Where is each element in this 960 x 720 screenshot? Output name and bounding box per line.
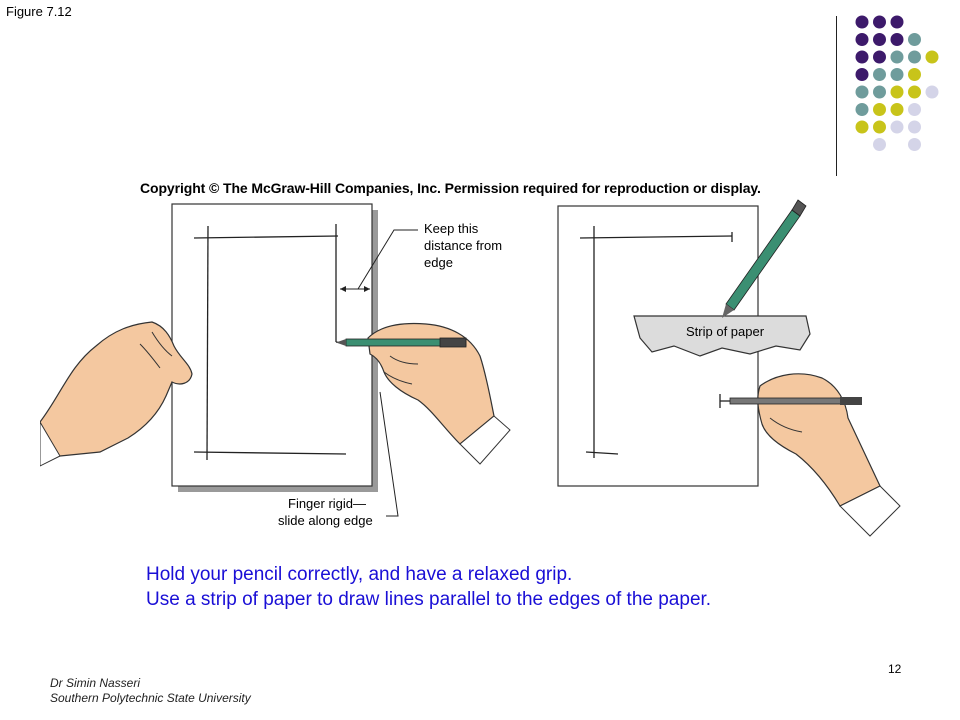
decorative-dot <box>873 15 886 29</box>
decorative-dot <box>890 85 904 99</box>
decorative-dot <box>873 33 886 46</box>
page-number: 12 <box>888 662 902 676</box>
decorative-dot <box>873 50 886 64</box>
footer-institution: Southern Polytechnic State University <box>50 691 251 705</box>
decorative-dot <box>890 120 904 134</box>
callout-distance-line3: edge <box>424 255 453 270</box>
figure-label: Figure 7.12 <box>6 4 72 19</box>
decorative-dot <box>855 50 869 64</box>
callout-finger: Finger rigid— slide along edge <box>278 391 399 528</box>
callout-finger-line2: slide along edge <box>278 513 373 528</box>
left-hand <box>40 321 193 467</box>
footer-author: Dr Simin Nasseri <box>50 676 141 690</box>
decorative-dot <box>908 103 921 116</box>
decorative-dot <box>855 15 869 29</box>
callout-distance: Keep this distance from edge <box>424 221 502 270</box>
strip-label: Strip of paper <box>686 324 765 339</box>
decorative-dot <box>925 85 939 99</box>
decorative-dot <box>908 85 921 99</box>
paper-strip: Strip of paper <box>633 315 811 357</box>
callout-finger-line1: Finger rigid— <box>288 496 366 511</box>
decorative-dot <box>908 68 921 81</box>
decorative-dot <box>908 138 921 151</box>
distance-dimension <box>340 229 418 292</box>
decorative-dot <box>873 103 886 116</box>
decorative-dot <box>855 85 869 99</box>
pencil-technique-illustration: Keep this distance from edge Finger rigi… <box>40 199 901 537</box>
decorative-dot <box>873 85 886 99</box>
decorative-dot <box>925 50 939 64</box>
decorative-dot <box>855 68 869 81</box>
decorative-dot <box>908 50 921 64</box>
decorative-dot <box>890 15 904 29</box>
second-hand-with-pencil <box>719 373 901 537</box>
callout-distance-line1: Keep this <box>424 221 479 236</box>
decorative-dot-grid <box>855 15 939 151</box>
decorative-dot <box>890 33 904 46</box>
upright-pencil <box>722 199 807 318</box>
decorative-dot <box>873 68 886 81</box>
left-paper-sheet <box>171 203 378 492</box>
caption-line-2: Use a strip of paper to draw lines paral… <box>146 589 712 610</box>
decorative-dot <box>855 120 869 134</box>
copyright-notice: Copyright © The McGraw-Hill Companies, I… <box>140 180 761 196</box>
caption-line-1: Hold your pencil correctly, and have a r… <box>146 564 573 585</box>
right-hand-with-pencil <box>336 322 511 465</box>
decorative-dot <box>873 120 886 134</box>
decorative-dot <box>908 120 921 134</box>
decorative-dot <box>890 103 904 116</box>
decorative-divider <box>836 16 837 176</box>
decorative-dot <box>855 103 869 116</box>
decorative-dot <box>890 50 904 64</box>
decorative-dot <box>873 138 886 151</box>
decorative-dot <box>908 33 921 46</box>
decorative-dot <box>855 33 869 46</box>
caption: Hold your pencil correctly, and have a r… <box>146 562 711 612</box>
callout-distance-line2: distance from <box>424 238 502 253</box>
footer: Dr Simin Nasseri Southern Polytechnic St… <box>50 676 251 706</box>
decorative-dot <box>890 68 904 81</box>
